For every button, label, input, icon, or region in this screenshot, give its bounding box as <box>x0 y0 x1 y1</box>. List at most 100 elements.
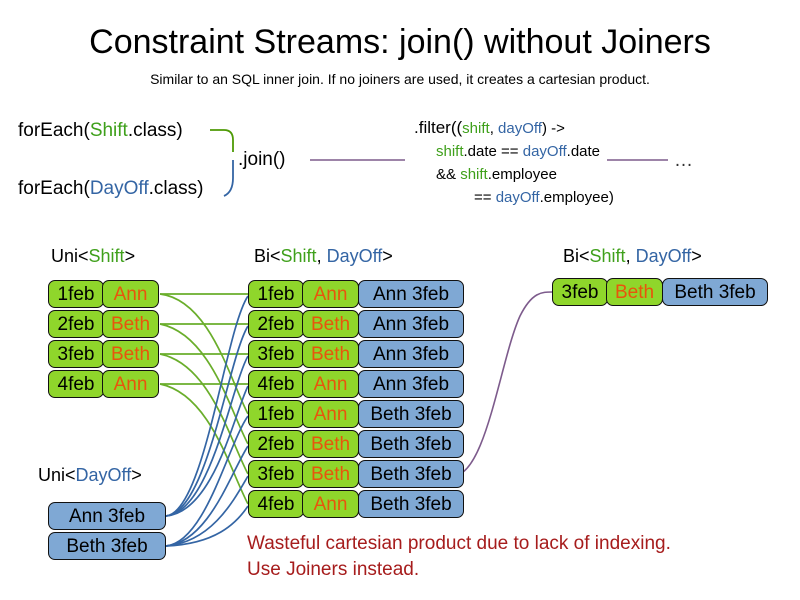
shift-date-cell: 1feb <box>248 400 304 428</box>
filter-line4-op: == <box>474 189 496 206</box>
shift-date-cell: 2feb <box>248 310 304 338</box>
label-bi-middle-type2: DayOff <box>326 246 383 266</box>
shift-date-cell: 2feb <box>248 430 304 458</box>
shift-employee-cell: Beth <box>102 310 159 338</box>
warning-line-2: Use Joiners instead. <box>247 559 420 580</box>
filter-line-2: shift.date == dayOff.date <box>414 140 614 163</box>
label-bi-middle-prefix: Bi< <box>254 246 281 266</box>
foreach-dayoff-prefix: forEach( <box>18 178 90 199</box>
shift-employee-cell: Ann <box>302 400 359 428</box>
dayoff-cell: Beth 3feb <box>358 460 464 488</box>
label-bi-middle-suffix: > <box>382 246 393 266</box>
foreach-shift-prefix: forEach( <box>18 120 90 141</box>
label-bi-right-sep: , <box>625 246 636 266</box>
dayoff-cell: Ann 3feb <box>48 502 166 530</box>
shift-date-cell: 4feb <box>248 490 304 518</box>
label-bi-middle-type1: Shift <box>280 246 317 266</box>
shift-employee-cell: Ann <box>302 280 359 308</box>
shift-employee-cell: Ann <box>102 370 159 398</box>
shift-employee-cell: Ann <box>302 490 359 518</box>
label-uni-dayoff: Uni<DayOff> <box>38 464 142 486</box>
page-subtitle: Similar to an SQL inner join. If no join… <box>150 71 650 87</box>
label-bi-right-suffix: > <box>691 246 702 266</box>
foreach-shift-statement: forEach(Shift.class) <box>18 119 183 143</box>
filter-line-3: && shift.employee <box>414 163 614 186</box>
warning-line-1: Wasteful cartesian product due to lack o… <box>247 533 671 554</box>
filter-line2-shift: shift <box>436 143 464 160</box>
label-bi-right: Bi<Shift, DayOff> <box>563 245 702 267</box>
filter-line2-field: .date <box>566 143 601 160</box>
filter-line-4: == dayOff.employee) <box>414 186 614 209</box>
filter-line2-op: .date == <box>463 143 523 160</box>
label-bi-right-type2: DayOff <box>635 246 692 266</box>
label-bi-middle-sep: , <box>316 246 327 266</box>
filter-line1-comma: , <box>489 120 499 137</box>
filter-line1-open: .filter(( <box>414 118 463 137</box>
shift-date-cell: 3feb <box>48 340 104 368</box>
shift-employee-cell: Beth <box>102 340 159 368</box>
foreach-dayoff-statement: forEach(DayOff.class) <box>18 177 204 201</box>
ellipsis-continuation: … <box>674 150 693 171</box>
warning-text: Wasteful cartesian product due to lack o… <box>247 531 671 583</box>
filter-line2-dayoff: dayOff <box>522 143 567 160</box>
dayoff-cell: Ann 3feb <box>358 340 464 368</box>
filter-line1-arrow: ) -> <box>541 120 565 137</box>
filter-line4-field: .employee) <box>539 189 614 206</box>
shift-date-cell: 4feb <box>248 370 304 398</box>
label-uni-shift-type: Shift <box>88 246 125 266</box>
label-uni-dayoff-suffix: > <box>131 465 142 485</box>
shift-employee-cell: Beth <box>302 310 359 338</box>
dayoff-cell: Ann 3feb <box>358 370 464 398</box>
filter-line1-shift-param: shift <box>462 120 490 137</box>
foreach-dayoff-type: DayOff <box>89 178 149 199</box>
shift-date-cell: 2feb <box>48 310 104 338</box>
dayoff-cell: Beth 3feb <box>358 400 464 428</box>
label-uni-dayoff-prefix: Uni< <box>38 465 76 485</box>
shift-date-cell: 3feb <box>248 460 304 488</box>
label-bi-middle: Bi<Shift, DayOff> <box>254 245 393 267</box>
filter-line3-field: .employee <box>487 166 557 183</box>
filter-line4-dayoff: dayOff <box>495 189 540 206</box>
label-uni-dayoff-type: DayOff <box>75 465 132 485</box>
uni-dayoff-row: Ann 3feb <box>48 502 166 530</box>
foreach-shift-type: Shift <box>89 120 128 141</box>
shift-date-cell: 4feb <box>48 370 104 398</box>
shift-date-cell: 3feb <box>248 340 304 368</box>
filter-line-1: .filter((shift, dayOff) -> <box>414 116 614 140</box>
join-call-label: .join() <box>238 149 286 170</box>
label-uni-shift-suffix: > <box>124 246 136 266</box>
dayoff-cell: Beth 3feb <box>358 430 464 458</box>
foreach-dayoff-suffix: .class) <box>148 178 204 199</box>
shift-employee-cell: Ann <box>102 280 159 308</box>
shift-employee-cell: Ann <box>302 370 359 398</box>
shift-date-cell: 3feb <box>552 278 608 306</box>
shift-employee-cell: Beth <box>302 340 359 368</box>
page-title: Constraint Streams: join() without Joine… <box>89 23 711 61</box>
label-bi-right-prefix: Bi< <box>563 246 590 266</box>
label-uni-shift-prefix: Uni< <box>51 246 89 266</box>
filter-expression: .filter((shift, dayOff) -> shift.date ==… <box>414 116 614 209</box>
foreach-shift-suffix: .class) <box>127 120 183 141</box>
shift-employee-cell: Beth <box>606 278 663 306</box>
label-uni-shift: Uni<Shift> <box>51 245 135 267</box>
uni-dayoff-row: Beth 3feb <box>48 532 166 560</box>
dayoff-cell: Beth 3feb <box>358 490 464 518</box>
dayoff-cell: Ann 3feb <box>358 280 464 308</box>
shift-employee-cell: Beth <box>302 430 359 458</box>
label-bi-right-type1: Shift <box>589 246 626 266</box>
filter-line3-and: && <box>436 166 461 183</box>
dayoff-cell: Beth 3feb <box>662 278 768 306</box>
